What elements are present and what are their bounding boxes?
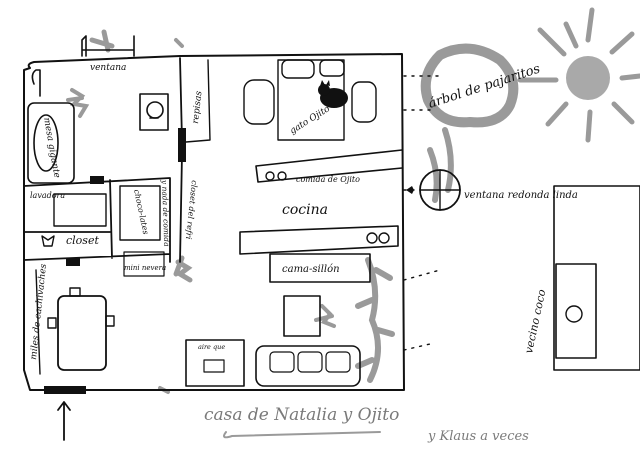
shelves: repisas [185,59,211,143]
no-food-label: y nada de comida [160,179,171,247]
title: casa de Natalia y Ojito y Klaus a veces [204,405,529,444]
living-room: aire que [185,295,361,387]
window-top-label: ventana [90,63,126,73]
mini-fridge-label: mini nevera [124,264,166,272]
neighbor-label: vecino coco [522,288,548,355]
laundry-closet: lavadora closet [30,191,107,247]
sofa-bed: cama-sillón [269,253,371,283]
kitchen-label: cocina [282,202,328,218]
tree-icon [420,43,519,203]
sun-icon [517,7,640,143]
washer-label: lavadora [30,191,65,200]
plant-icon [66,29,395,394]
ac-label: aire que [198,343,225,351]
neighbor-building: vecino coco [522,185,640,371]
interior-walls [23,57,186,266]
cat-food-label: comida de Ojito [296,175,360,184]
chocolates-label: choco-lates [132,189,150,236]
cat-area: gato Ojito [243,59,377,141]
sofa-icon [255,345,361,387]
cat-icon [318,80,348,108]
toilet-icon [139,93,169,131]
window-top: ventana [81,35,135,73]
dining-area: miles de cachivaches [29,263,115,375]
fridge-closet-label: closet del refri [184,180,199,240]
tree-label: árbol de pajaritos [427,61,543,111]
sofa-bed-label: cama-sillón [282,264,340,275]
dotted-lines [403,75,441,351]
round-window-label: ventana redonda linda [464,190,578,201]
big-table: mesa gigante [27,102,75,184]
title-line-2: y Klaus a veces [427,429,529,444]
title-line-1: casa de Natalia y Ojito [204,405,399,425]
neighbor-face-icon [565,305,583,323]
kitchen: comida de Ojito cocina [239,149,403,255]
entrance-arrow [44,386,86,441]
shelves-label: repisas [191,90,204,124]
outer-walls [23,53,405,391]
round-window: ventana redonda linda [406,169,578,211]
closet-label: closet [66,234,99,247]
column [31,69,41,97]
pantry: choco-lates y nada de comida closet del … [119,179,199,277]
cat-label: gato Ojito [288,104,332,137]
